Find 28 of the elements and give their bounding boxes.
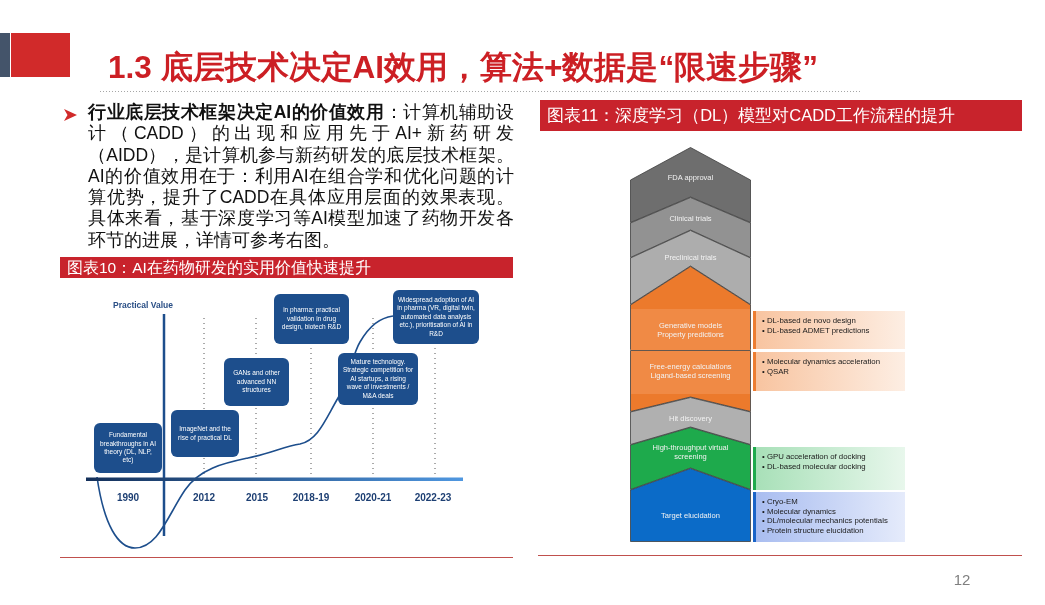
- year-label: 1990: [116, 492, 140, 504]
- year-label: 2020-21: [354, 492, 392, 504]
- page-number: 12: [953, 571, 971, 589]
- milestone-box: [274, 294, 349, 344]
- figure-title-bar: 图表10：AI在药物研发的实用价值快速提升: [60, 257, 513, 278]
- method-panel: [753, 352, 905, 391]
- year-label: 2018-19: [292, 492, 330, 504]
- workflow-stage: [630, 147, 751, 223]
- method-panel: [753, 311, 905, 349]
- workflow-stage: [630, 266, 751, 350]
- axis-title: Practical Value: [113, 299, 173, 311]
- workflow-stage: [630, 230, 751, 305]
- slide-title: 1.3 底层技术决定AI效用，算法+数据是“限速步骤”: [108, 49, 818, 86]
- workflow-stage: [630, 427, 751, 490]
- figure-title-bar: 图表11：深度学习（DL）模型对CADD工作流程的提升: [540, 100, 1022, 131]
- milestone-box: [94, 423, 162, 473]
- year-label: 2012: [192, 492, 216, 504]
- milestone-box: [393, 290, 479, 344]
- method-panel: [753, 492, 905, 542]
- workflow-stage: [630, 197, 751, 258]
- year-label: 2015: [245, 492, 269, 504]
- milestone-box: [224, 358, 289, 406]
- year-label: 2022-23: [414, 492, 452, 504]
- method-panel: [753, 447, 905, 490]
- workflow-stage: [630, 397, 751, 445]
- workflow-stage: [630, 468, 751, 542]
- bullet-paragraph: 行业底层技术框架决定AI的价值效用：计算机辅助设计（CADD）的出现和应用先于AI+新药研发（AIDD），是计算机参与新药研发的底层技术框架。AI的价值效用在于：利用AI在组合学和优化问题的计算优势，提升了CADD在具体应用层面的效果表现。具体来看，基于深度学习等AI模型加速了药物开发各环节的进展，详情可参考右图。: [88, 102, 514, 252]
- milestone-box: [171, 410, 239, 457]
